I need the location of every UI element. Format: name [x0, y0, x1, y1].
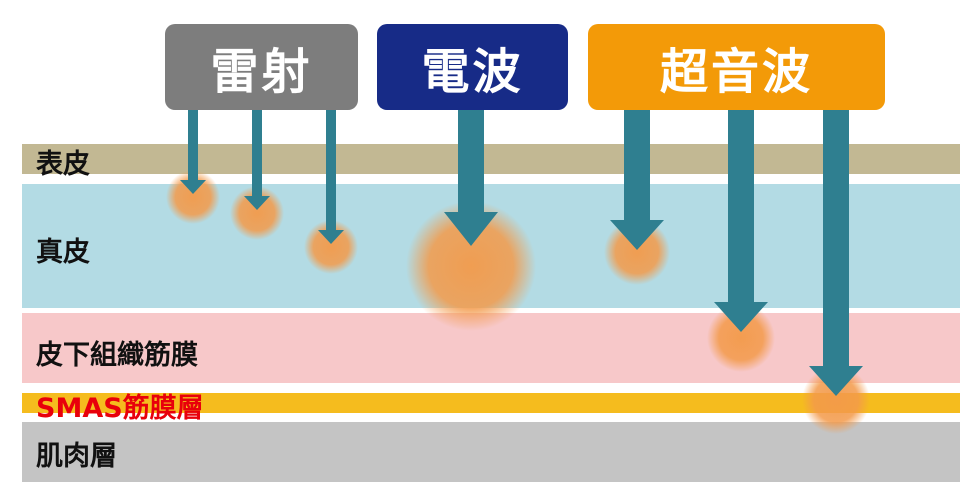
layer-label-epidermis: 表皮: [36, 149, 90, 180]
layer-epidermis: 表皮: [22, 144, 960, 180]
arrow-ultrasound-3: [809, 110, 863, 396]
arrow-ultrasound-2: [714, 110, 768, 332]
arrow-radiofrequency: [444, 110, 498, 246]
hotspot-radiofrequency: [406, 201, 536, 331]
technique-laser: 雷射: [165, 24, 358, 110]
arrow-ultrasound-1: [610, 110, 664, 250]
arrow-laser-1: [180, 110, 206, 194]
arrow-laser-3: [318, 110, 344, 244]
hotspot-ultrasound-2: [707, 304, 775, 372]
hotspot-ultrasound-1: [604, 219, 670, 285]
ultrasound-arrows: [610, 110, 863, 396]
layer-label-subcutaneous-fascia: 皮下組織筋膜: [36, 340, 198, 371]
hotspot-laser-1: [166, 170, 220, 224]
layer-muscle: 肌肉層: [22, 422, 960, 482]
layer-smas: SMAS筋膜層: [22, 393, 960, 424]
hotspot-laser-2: [230, 186, 284, 240]
layer-label-muscle: 肌肉層: [36, 441, 117, 472]
hotspot-ultrasound-3: [802, 366, 870, 434]
layer-label-smas: SMAS筋膜層: [36, 393, 204, 424]
layer-label-dermis: 真皮: [36, 237, 90, 268]
technique-ultrasound: 超音波: [588, 24, 885, 110]
hotspot-laser-3: [304, 220, 358, 274]
arrow-laser-2: [244, 110, 270, 210]
laser-arrows: [180, 110, 344, 244]
technique-radiofrequency: 電波: [377, 24, 568, 110]
